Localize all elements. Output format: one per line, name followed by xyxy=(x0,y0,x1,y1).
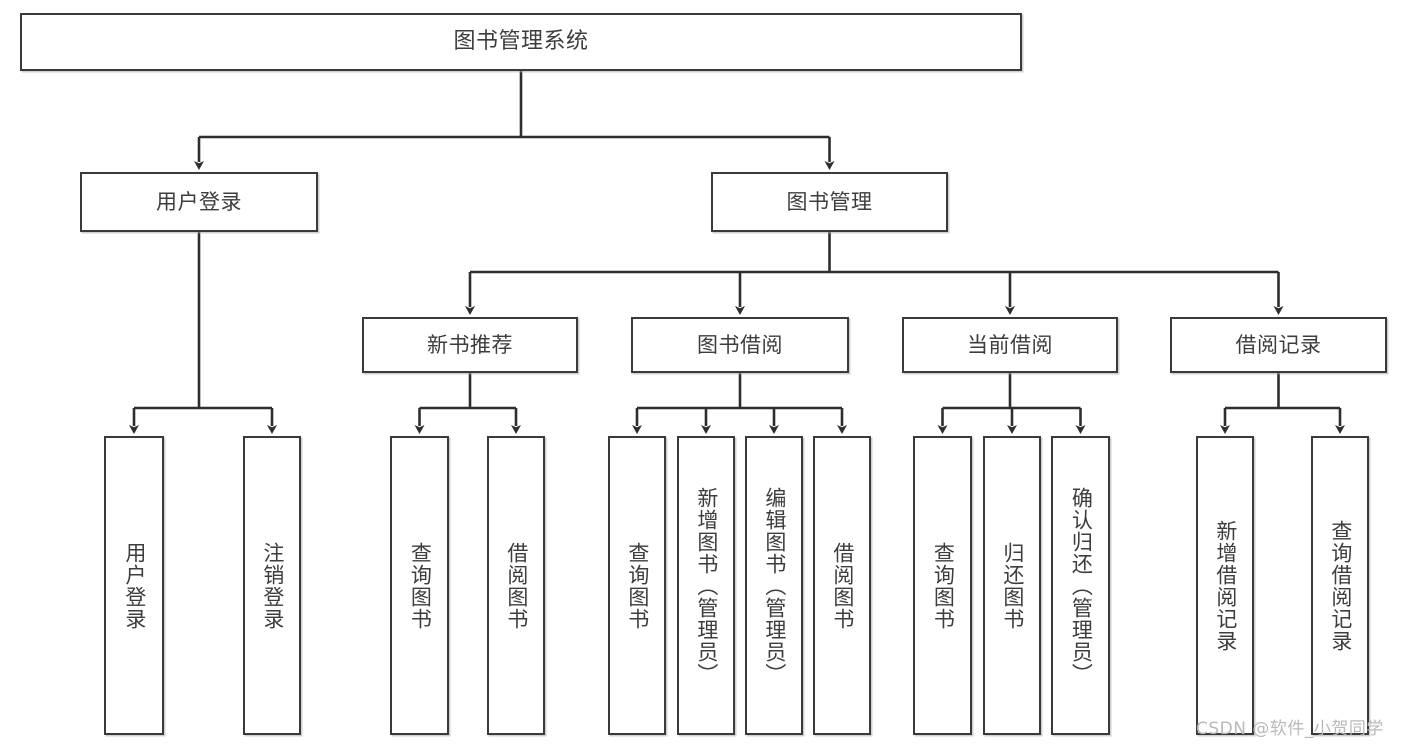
node-label: 图书管理系统 xyxy=(453,29,589,55)
node-label: 查询借阅记录 xyxy=(1328,519,1353,652)
leaf-node-7: 借阅图书 xyxy=(813,436,871,735)
node-label: 新书推荐 xyxy=(427,332,513,357)
level2-node-1: 图书借阅 xyxy=(631,317,849,373)
level1-node-1: 图书管理 xyxy=(711,172,948,232)
level2-node-3: 借阅记录 xyxy=(1170,317,1387,373)
node-label: 查询图书 xyxy=(931,541,956,630)
node-label: 借阅图书 xyxy=(830,541,855,630)
leaf-node-10: 确认归还（管理员） xyxy=(1051,436,1110,735)
node-label: 注销登录 xyxy=(260,541,285,630)
level1-node-0: 用户登录 xyxy=(80,172,318,232)
node-label: 当前借阅 xyxy=(967,332,1053,357)
leaf-node-6: 编辑图书（管理员） xyxy=(745,436,803,735)
leaf-node-3: 借阅图书 xyxy=(487,436,545,735)
node-label: 新增图书（管理员） xyxy=(694,486,719,685)
leaf-node-5: 新增图书（管理员） xyxy=(677,436,735,735)
node-label: 新增借阅记录 xyxy=(1213,519,1238,652)
csdn-watermark: CSDN @软件_小贺同学 xyxy=(1196,719,1384,739)
leaf-node-2: 查询图书 xyxy=(390,436,449,735)
node-label: 编辑图书（管理员） xyxy=(762,486,787,685)
node-label: 查询图书 xyxy=(408,541,433,630)
node-label: 归还图书 xyxy=(1000,541,1025,630)
leaf-node-1: 注销登录 xyxy=(243,436,301,735)
node-label: 图书借阅 xyxy=(697,332,783,357)
root-node-0: 图书管理系统 xyxy=(20,13,1022,71)
node-label: 用户登录 xyxy=(122,541,147,630)
node-label: 用户登录 xyxy=(156,189,242,214)
leaf-node-11: 新增借阅记录 xyxy=(1196,436,1254,735)
leaf-node-12: 查询借阅记录 xyxy=(1311,436,1369,735)
node-label: 借阅图书 xyxy=(504,541,529,630)
leaf-node-4: 查询图书 xyxy=(608,436,666,735)
node-label: 确认归还（管理员） xyxy=(1069,486,1094,685)
leaf-node-9: 归还图书 xyxy=(983,436,1041,735)
node-label: 查询图书 xyxy=(625,541,650,630)
level2-node-0: 新书推荐 xyxy=(362,317,578,373)
leaf-node-0: 用户登录 xyxy=(104,436,164,735)
node-label: 借阅记录 xyxy=(1235,332,1322,357)
leaf-node-8: 查询图书 xyxy=(913,436,972,735)
node-label: 图书管理 xyxy=(786,189,873,214)
level2-node-2: 当前借阅 xyxy=(902,317,1118,373)
